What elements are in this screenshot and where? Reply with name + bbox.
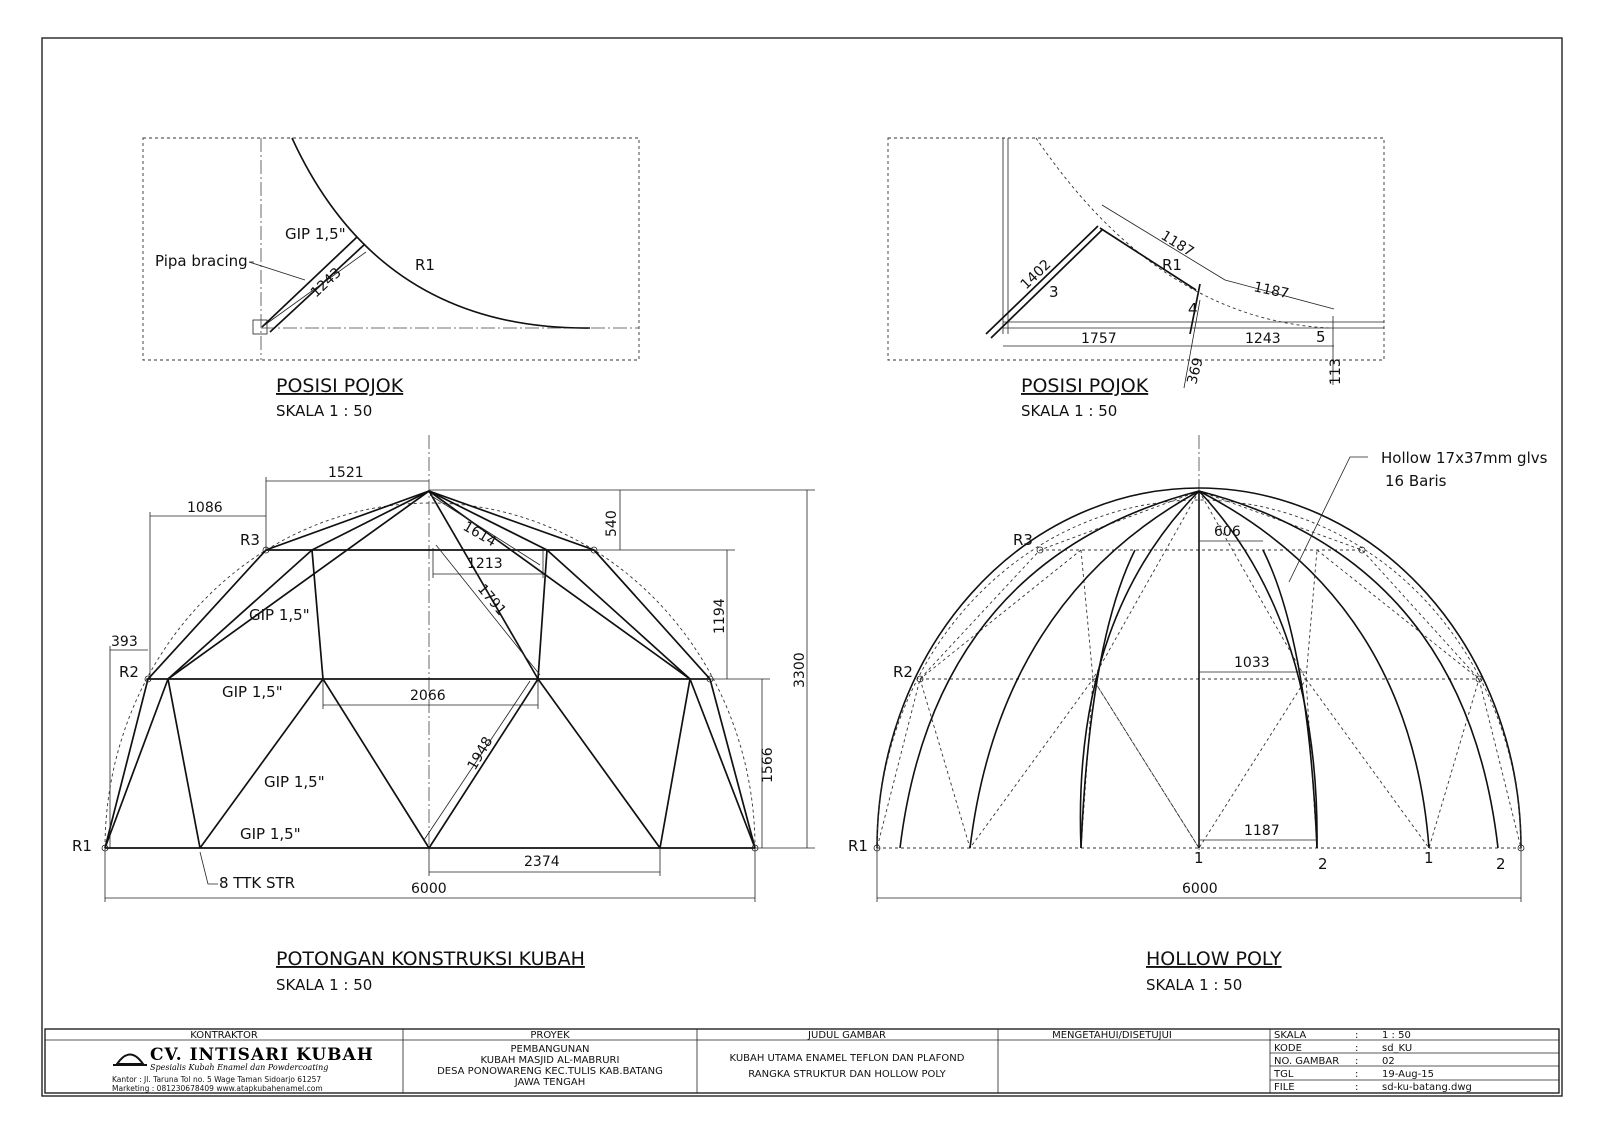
view-hollow: 606 1033 1187 6000 Hollow 17x37mm glvs 1… (848, 435, 1548, 994)
label-r1: R1 (1162, 256, 1182, 274)
label-r1: R1 (415, 256, 435, 274)
rib-2b: 2 (1496, 855, 1506, 873)
view-pojok-left: GIP 1,5" Pipa bracing R1 1243 POSISI POJ… (142, 137, 640, 420)
dim-1243: 1243 (1245, 331, 1281, 347)
corner-node (252, 319, 268, 335)
svg-text::: : (1355, 1030, 1358, 1041)
label-pipa-bracing: Pipa bracing (155, 252, 248, 270)
dim-1566: 1566 (760, 747, 776, 783)
svg-text::: : (1355, 1056, 1358, 1067)
bracing-pipe (261, 236, 358, 328)
info-key-file: FILE (1274, 1082, 1295, 1093)
svg-text::: : (1355, 1043, 1358, 1054)
view-title: POSISI POJOK (1021, 375, 1149, 397)
dim-1791: 1791 (474, 581, 509, 619)
dim-1187-b: 1187 (1252, 279, 1290, 302)
view-title: POSISI POJOK (276, 375, 404, 397)
proyek-line-2: KUBAH MASJID AL-MABRURI (481, 1055, 620, 1066)
sheet-border (41, 37, 1563, 1097)
rib-1b: 1 (1424, 849, 1434, 867)
label-r3: R3 (240, 531, 260, 549)
dome-arc-r1 (291, 137, 591, 329)
info-val-file: sd-ku-batang.dwg (1382, 1082, 1472, 1093)
dim-6000: 6000 (411, 881, 447, 897)
rib-2a: 2 (1318, 855, 1328, 873)
info-val-nogambar: 02 (1382, 1056, 1395, 1067)
label-gip-2: GIP 1,5" (222, 683, 283, 701)
dim-1521: 1521 (328, 465, 364, 481)
info-key-skala: SKALA (1274, 1030, 1306, 1041)
label-4: 4 (1188, 300, 1198, 318)
label-r1: R1 (72, 837, 92, 855)
view-pojok-right: 1402 1187 1187 R1 3 4 5 1757 1243 369 11… (887, 137, 1385, 420)
company-logo-icon (115, 1053, 145, 1065)
dim-1243: 1243 (308, 265, 345, 301)
dim-393: 393 (111, 634, 138, 650)
svg-text::: : (1355, 1082, 1358, 1093)
label-r3: R3 (1013, 531, 1033, 549)
judul-line-1: KUBAH UTAMA ENAMEL TEFLON DAN PLAFOND (730, 1053, 965, 1064)
dim-540: 540 (604, 510, 620, 537)
dim-1187: 1187 (1244, 823, 1280, 839)
label-gip-1: GIP 1,5" (249, 606, 310, 624)
label-gip-3: GIP 1,5" (264, 773, 325, 791)
view-potongan: 1521 1086 393 540 1614 1213 1791 1194 33… (72, 435, 815, 994)
view-scale: SKALA 1 : 50 (276, 976, 372, 994)
judul-header: JUDUL GAMBAR (807, 1030, 886, 1041)
judul-line-2: RANGKA STRUKTUR DAN HOLLOW POLY (748, 1069, 946, 1080)
label-gip: GIP 1,5" (285, 225, 346, 243)
approve-header: MENGETAHUI/DISETUJUI (1052, 1030, 1172, 1041)
dim-6000: 6000 (1182, 881, 1218, 897)
company-marketing: Marketing : 081230678409 www.atapkubahen… (112, 1084, 323, 1093)
company-name: CV. INTISARI KUBAH (150, 1045, 374, 1065)
dome-outline-outer (876, 487, 1522, 849)
dome-arc-dashed (1035, 137, 1331, 329)
label-r2: R2 (893, 663, 913, 681)
note-hollow: Hollow 17x37mm glvs (1381, 449, 1548, 467)
label-5: 5 (1316, 328, 1326, 346)
info-key-tgl: TGL (1273, 1069, 1294, 1080)
view-scale: SKALA 1 : 50 (1021, 402, 1117, 420)
view-scale: SKALA 1 : 50 (1146, 976, 1242, 994)
info-val-tgl: 19-Aug-15 (1382, 1069, 1434, 1080)
label-3: 3 (1049, 283, 1059, 301)
info-val-skala: 1 : 50 (1382, 1030, 1411, 1041)
info-key-nogambar: NO. GAMBAR (1274, 1056, 1339, 1067)
dim-1757: 1757 (1081, 331, 1117, 347)
member-3 (985, 225, 1099, 335)
company-tagline: Spesialis Kubah Enamel dan Powdercoating (150, 1063, 328, 1072)
kontraktor-header: KONTRAKTOR (190, 1030, 258, 1041)
label-ttk-str: 8 TTK STR (219, 874, 295, 892)
dim-1948: 1948 (465, 734, 497, 773)
view-title: HOLLOW POLY (1146, 948, 1282, 970)
view-title: POTONGAN KONSTRUKSI KUBAH (276, 948, 585, 970)
proyek-header: PROYEK (530, 1030, 570, 1041)
rib-1a: 1 (1194, 849, 1204, 867)
view-scale: SKALA 1 : 50 (276, 402, 372, 420)
proyek-line-1: PEMBANGUNAN (510, 1044, 589, 1055)
dim-2374: 2374 (524, 854, 560, 870)
dome-outline (104, 502, 756, 849)
dim-369: 369 (1184, 356, 1206, 386)
svg-text::: : (1355, 1069, 1358, 1080)
note-baris: 16 Baris (1385, 472, 1447, 490)
dim-2066: 2066 (410, 688, 446, 704)
proyek-line-4: JAWA TENGAH (514, 1077, 585, 1088)
dim-1033: 1033 (1234, 655, 1270, 671)
label-r1: R1 (848, 837, 868, 855)
dim-1213: 1213 (467, 556, 503, 572)
info-val-kode: sd_KU (1382, 1043, 1412, 1054)
label-gip-4: GIP 1,5" (240, 825, 301, 843)
dim-1086: 1086 (187, 500, 223, 516)
proyek-line-3: DESA PONOWARENG KEC.TULIS KAB.BATANG (437, 1066, 663, 1077)
dim-1194: 1194 (712, 598, 728, 634)
title-block: KONTRAKTOR PROYEK JUDUL GAMBAR MENGETAHU… (44, 1028, 1560, 1094)
dim-3300: 3300 (792, 652, 808, 688)
dim-113: 113 (1328, 358, 1344, 385)
dim-606: 606 (1214, 524, 1241, 540)
company-address: Kantor : Jl. Taruna Tol no. 5 Wage Taman… (112, 1075, 321, 1084)
label-r2: R2 (119, 663, 139, 681)
info-key-kode: KODE (1274, 1043, 1302, 1054)
